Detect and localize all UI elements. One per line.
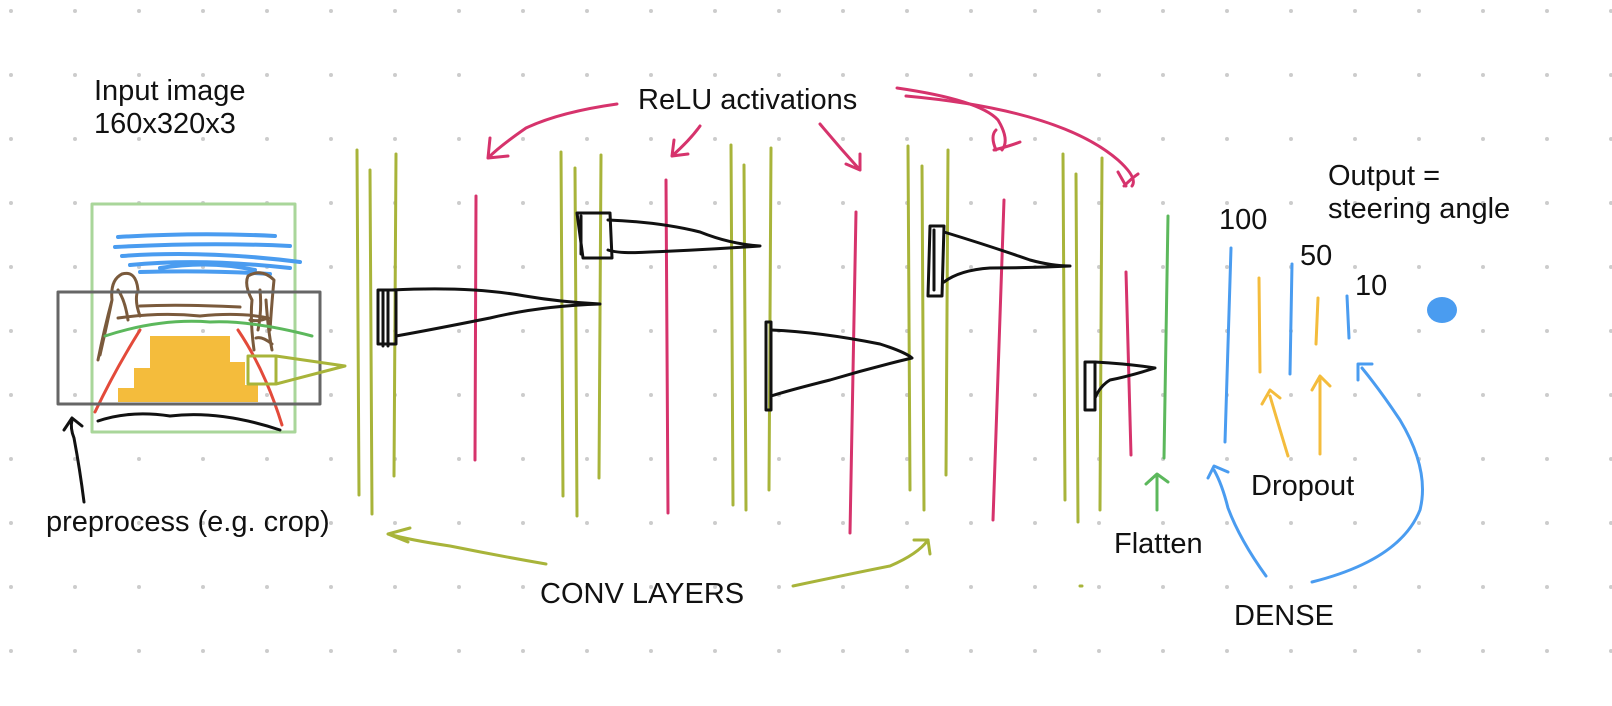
- conv-line: [368, 168, 374, 516]
- feature-maps: [376, 211, 1157, 412]
- dense-size-10: 10: [1355, 270, 1388, 302]
- relu-line: [664, 178, 670, 515]
- input-image-label: Input image: [94, 75, 246, 107]
- sky-scribble: [113, 232, 302, 276]
- conv-line: [729, 143, 735, 507]
- input-funnel: [246, 354, 347, 386]
- conv-line: [920, 164, 926, 512]
- relu-arrow-2: [670, 124, 702, 158]
- horizon-line: [116, 303, 270, 320]
- relu-label: ReLU activations: [638, 84, 858, 116]
- relu-line: [473, 194, 478, 462]
- feature-map-3: [764, 320, 914, 412]
- dense-lines: [1223, 246, 1351, 444]
- output-node: [1427, 297, 1457, 323]
- feature-map-4: [926, 224, 1072, 298]
- relu-line: [991, 198, 1006, 522]
- ground-line: [103, 319, 314, 338]
- relu-arrow-1: [486, 102, 619, 160]
- relu-arrow-5: [904, 94, 1140, 188]
- flatten-arrow: [1144, 472, 1170, 512]
- dense-line-50: [1288, 262, 1294, 376]
- dropout-label: Dropout: [1251, 470, 1355, 502]
- dense-line-100: [1223, 246, 1233, 444]
- feature-map-1: [376, 287, 602, 348]
- preprocess-arrow: [62, 416, 86, 504]
- crop-box: [56, 290, 322, 406]
- dense-line-10: [1345, 294, 1351, 340]
- hood-scribble: [96, 412, 282, 432]
- relu-arrows: [486, 86, 1140, 188]
- conv-line: [559, 150, 565, 498]
- dense-size-50: 50: [1300, 240, 1333, 272]
- preprocess-label: preprocess (e.g. crop): [46, 506, 330, 538]
- dropout-line: [1314, 296, 1320, 346]
- conv-arrow-right: [791, 538, 932, 588]
- input-image-sketch: [56, 202, 347, 434]
- relu-arrow-3: [818, 122, 862, 172]
- dropout-arrows: [1260, 374, 1332, 458]
- relu-arrow-4: [895, 86, 1022, 152]
- conv-line: [944, 148, 950, 477]
- dropout-arrow-1: [1260, 388, 1290, 458]
- steering-angle-label: steering angle: [1328, 193, 1511, 225]
- conv-arrows: [386, 526, 1084, 588]
- conv-line: [742, 163, 748, 512]
- conv-line: [1098, 156, 1104, 512]
- conv-line: [573, 166, 579, 518]
- dropout-line: [1257, 276, 1262, 374]
- conv-arrow-left: [386, 526, 548, 566]
- conv-line: [1061, 152, 1067, 502]
- feature-map-2: [575, 211, 762, 260]
- feature-map-5: [1083, 360, 1157, 412]
- flatten-line: [1162, 214, 1170, 460]
- output-label: Output =: [1328, 160, 1441, 192]
- road-edge-right: [236, 328, 284, 427]
- conv-layers-label: CONV LAYERS: [540, 578, 745, 610]
- dropout-arrow-2: [1310, 374, 1332, 456]
- conv-line: [1074, 172, 1080, 524]
- dense-arrows: [1206, 362, 1424, 584]
- conv-line: [906, 144, 912, 492]
- conv-line: [767, 146, 773, 492]
- dense-size-100: 100: [1219, 204, 1268, 236]
- car-shape: [118, 336, 258, 402]
- dense-label: DENSE: [1234, 600, 1334, 632]
- flatten-label: Flatten: [1114, 528, 1203, 560]
- input-image-frame: [90, 202, 297, 434]
- conv-line: [597, 153, 603, 480]
- dense-arrow-left: [1206, 464, 1268, 578]
- conv-line: [355, 148, 361, 497]
- dropout-lines: [1257, 276, 1320, 374]
- input-image-size-label: 160x320x3: [94, 108, 236, 140]
- dense-arrow-right: [1310, 362, 1424, 584]
